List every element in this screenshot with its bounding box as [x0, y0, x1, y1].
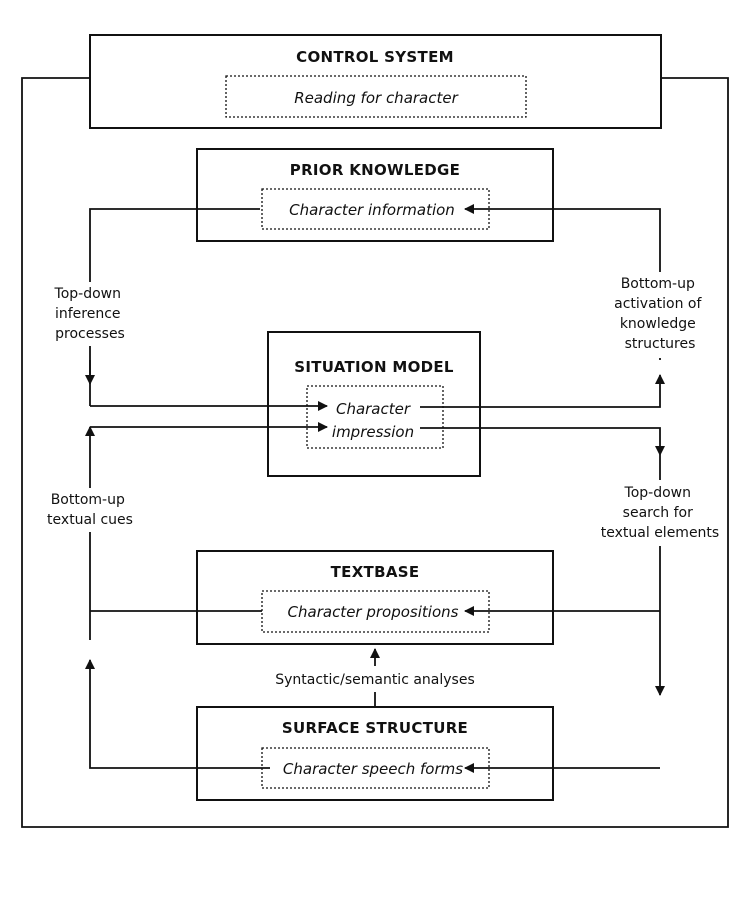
prior-knowledge-inner-box — [261, 188, 490, 230]
situation-model-title: SITUATION MODEL — [294, 358, 454, 376]
prior-knowledge-inner-text: Character information — [289, 201, 455, 219]
label-bg-textual-cues — [40, 488, 140, 532]
prior-knowledge-title: PRIOR KNOWLEDGE — [290, 161, 460, 179]
connector-bottom-up-textual-cues — [85, 659, 270, 769]
textbase-title: TEXTBASE — [331, 563, 420, 581]
surface-structure-inner-text: Character speech forms — [283, 760, 463, 778]
textbase-inner-box — [261, 590, 490, 633]
situation-model-inner-line1: Character — [336, 400, 411, 418]
situation-model-inner-box — [306, 385, 444, 449]
surface-structure-title: SURFACE STRUCTURE — [282, 719, 468, 737]
control-system-box: CONTROL SYSTEM Reading for character — [89, 34, 662, 129]
label-bg-syntactic — [262, 666, 488, 692]
control-system-title: CONTROL SYSTEM — [296, 48, 454, 66]
label-bottom-up-textual-cues: Bottom-up textual cues — [47, 492, 133, 528]
connector-bottom-up-activation — [420, 374, 665, 408]
label-top-down-search: Top-down search for textual elements — [601, 485, 719, 541]
label-bg-top-down — [40, 282, 140, 346]
label-bg-bottom-up-activation — [605, 272, 720, 358]
situation-model-box: SITUATION MODEL Character impression — [267, 331, 481, 477]
label-top-down-inference: Top-down inference processes — [54, 286, 126, 342]
textbase-inner-text: Character propositions — [288, 603, 459, 621]
surface-structure-box: SURFACE STRUCTURE Character speech forms — [196, 706, 554, 801]
control-system-inner-box — [225, 75, 527, 118]
outer-frame — [21, 77, 729, 828]
textbase-box: TEXTBASE Character propositions — [196, 550, 554, 645]
label-bottom-up-activation: Bottom-up activation of knowledge struct… — [614, 276, 706, 352]
prior-knowledge-box: PRIOR KNOWLEDGE Character information — [196, 148, 554, 242]
label-bg-top-down-search — [596, 480, 726, 546]
label-syntactic-semantic: Syntactic/semantic analyses — [275, 672, 475, 688]
control-system-inner-text: Reading for character — [294, 89, 458, 107]
situation-model-inner-line2: impression — [332, 423, 414, 441]
connector-top-down-search — [420, 427, 665, 456]
